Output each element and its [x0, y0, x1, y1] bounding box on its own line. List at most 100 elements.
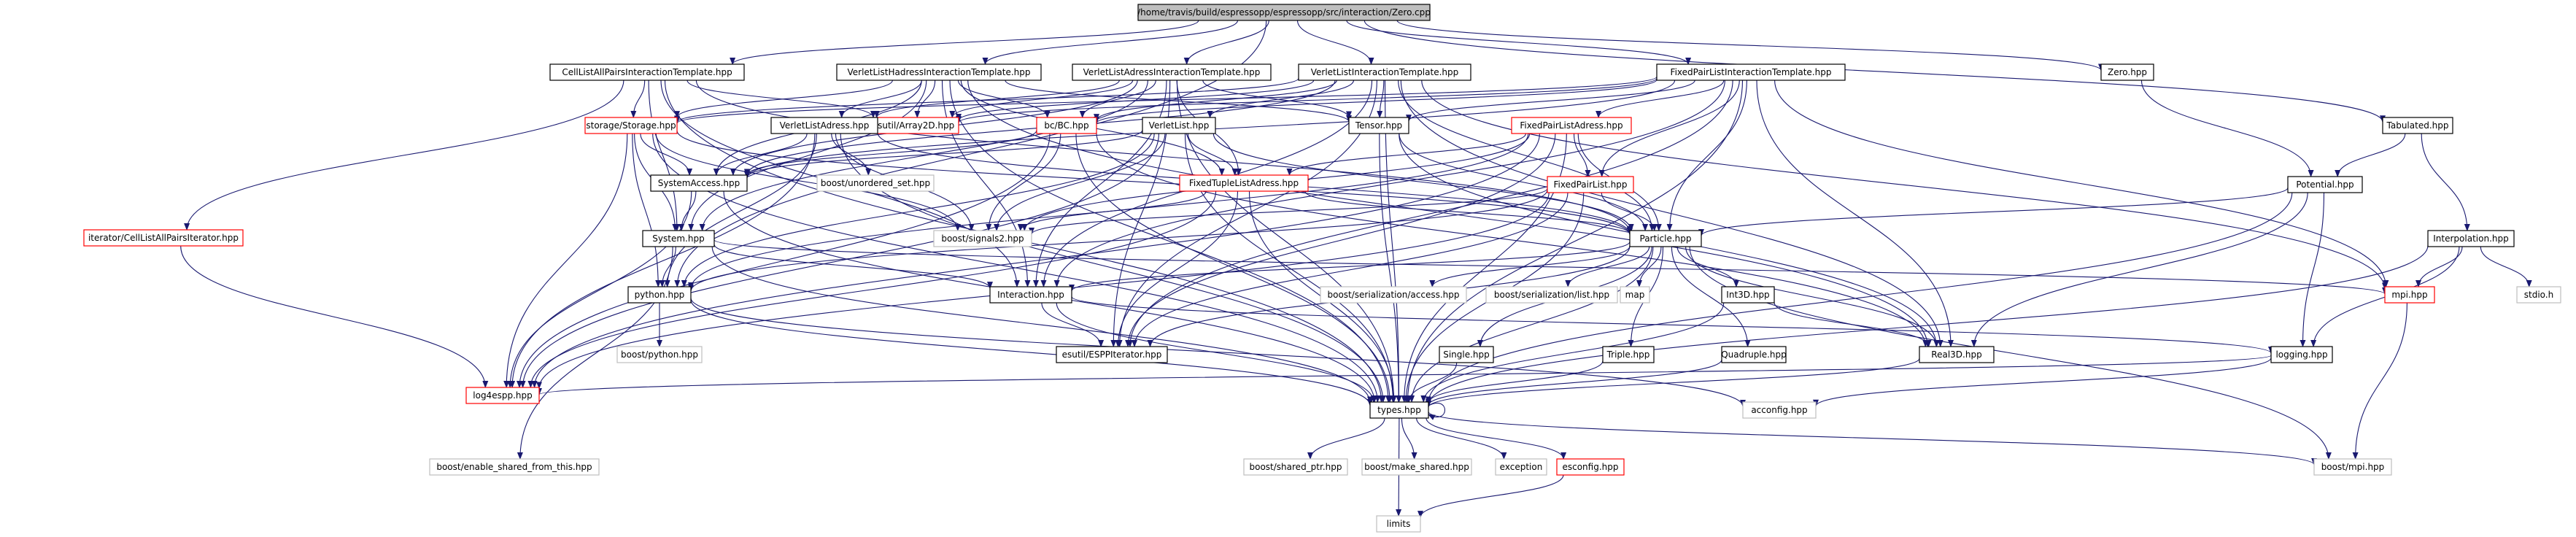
node-label: limits [1387, 519, 1411, 529]
edge-ftladress-to-particle [1304, 190, 1633, 235]
node-interpolation[interactable]: Interpolation.hpp [2427, 230, 2515, 247]
edge-root-to-zero [1396, 20, 2104, 72]
node-exception[interactable]: exception [1495, 458, 1547, 476]
node-array2d[interactable]: esutil/Array2D.hpp [867, 117, 959, 134]
node-label: boost/serialization/access.hpp [1328, 290, 1460, 300]
node-potential[interactable]: Potential.hpp [2287, 176, 2363, 193]
node-storage[interactable]: storage/Storage.hpp [584, 117, 678, 134]
node-label: FixedPairListAdress.hpp [1520, 120, 1622, 131]
node-sysaccess[interactable]: SystemAccess.hpp [650, 174, 748, 192]
node-box-makeshared [1361, 458, 1472, 476]
node-label: iterator/CellListAllPairsIterator.hpp [88, 233, 239, 243]
node-map[interactable]: map [1620, 286, 1650, 304]
node-sharedptr[interactable]: boost/shared_ptr.hpp [1243, 458, 1348, 476]
node-label: Single.hpp [1443, 349, 1490, 360]
edges-layer [180, 20, 2532, 519]
node-tensor[interactable]: Tensor.hpp [1348, 117, 1409, 134]
node-single[interactable]: Single.hpp [1439, 346, 1494, 363]
node-label: Tensor.hpp [1355, 120, 1402, 131]
node-int3d[interactable]: Int3D.hpp [1721, 286, 1775, 304]
node-signals2[interactable]: boost/signals2.hpp [933, 230, 1032, 247]
node-logging[interactable]: logging.hpp [2270, 346, 2333, 363]
edge-interpolation-to-types [1426, 245, 2429, 406]
node-boostpython[interactable]: boost/python.hpp [616, 346, 703, 363]
node-python[interactable]: python.hpp [627, 286, 692, 304]
edge-vladress-to-python [664, 133, 817, 287]
edge-particle-to-interaction [1069, 241, 1631, 292]
node-interaction[interactable]: Interaction.hpp [989, 286, 1072, 304]
node-triple[interactable]: Triple.hpp [1602, 346, 1655, 363]
edge-fpltpl-to-mpi [1774, 80, 2389, 287]
edge-vltpl-to-array2d [956, 80, 1315, 121]
node-limits[interactable]: limits [1376, 515, 1421, 533]
node-ftladress[interactable]: FixedTupleListAdress.hpp [1179, 174, 1309, 192]
edge-vltpl-to-tensor [1377, 80, 1385, 118]
node-esppiter[interactable]: esutil/ESPPIterator.hpp [1056, 346, 1168, 363]
node-acconfig[interactable]: acconfig.hpp [1742, 401, 1817, 419]
node-fpltpl[interactable]: FixedPairListInteractionTemplate.hpp [1656, 63, 1846, 81]
edge-potential-to-particle [1698, 187, 2289, 236]
edge-bc-to-sysaccess [744, 130, 1037, 177]
node-label: SystemAccess.hpp [658, 178, 740, 188]
node-box-boostpython [616, 346, 703, 363]
node-mpi[interactable]: mpi.hpp [2384, 286, 2435, 304]
node-cellall[interactable]: CellListAllPairsInteractionTemplate.hpp [549, 63, 745, 81]
node-vltpl[interactable]: VerletListInteractionTemplate.hpp [1298, 63, 1471, 81]
edge-vladresstpl-to-vladress [873, 80, 1120, 118]
node-boostmpi[interactable]: boost/mpi.hpp [2313, 458, 2392, 476]
node-tabulated[interactable]: Tabulated.hpp [2382, 117, 2453, 134]
node-vladress[interactable]: VerletListAdress.hpp [770, 117, 878, 134]
node-types[interactable]: types.hpp [1369, 401, 1429, 419]
node-real3d[interactable]: Real3D.hpp [1919, 346, 1995, 363]
edge-vlhadress-to-interaction [941, 80, 1031, 287]
edge-tabulated-to-potential [2335, 133, 2406, 177]
node-verletlist[interactable]: VerletList.hpp [1142, 117, 1216, 134]
node-label: esconfig.hpp [1562, 462, 1618, 472]
node-vladresstpl[interactable]: VerletListAdressInteractionTemplate.hpp [1072, 63, 1272, 81]
node-bc[interactable]: bc/BC.hpp [1036, 117, 1097, 134]
node-box-verletlist [1142, 117, 1216, 134]
node-label: bc/BC.hpp [1044, 120, 1088, 131]
node-box-zero [2100, 63, 2154, 81]
node-stdio[interactable]: stdio.h [2516, 286, 2561, 304]
node-zero[interactable]: Zero.hpp [2100, 63, 2154, 81]
node-box-mpi [2384, 286, 2435, 304]
node-label: boost/python.hpp [621, 349, 698, 360]
node-fpladress[interactable]: FixedPairListAdress.hpp [1511, 117, 1632, 134]
edge-ftladress-to-esppiter [1115, 190, 1239, 347]
node-makeshared[interactable]: boost/make_shared.hpp [1361, 458, 1472, 476]
node-box-logging [2270, 346, 2333, 363]
node-box-tabulated [2382, 117, 2453, 134]
node-vlhadress[interactable]: VerletListHadressInteractionTemplate.hpp [836, 63, 1042, 81]
node-log4espp[interactable]: log4espp.hpp [465, 387, 540, 404]
node-box-tensor [1348, 117, 1409, 134]
node-box-sharedptr [1243, 458, 1348, 476]
node-seriallist[interactable]: boost/serialization/list.hpp [1485, 286, 1618, 304]
node-esconfig[interactable]: esconfig.hpp [1556, 458, 1625, 476]
node-root[interactable]: /home/travis/build/espressopp/espressopp… [1137, 4, 1431, 21]
node-system[interactable]: System.hpp [642, 230, 715, 247]
node-enableshared[interactable]: boost/enable_shared_from_this.hpp [429, 458, 600, 476]
edge-mpi-to-boostmpi [2352, 302, 2407, 460]
edge-int3d-to-types [1420, 302, 1725, 403]
node-label: boost/shared_ptr.hpp [1250, 462, 1342, 472]
node-fpl[interactable]: FixedPairList.hpp [1547, 176, 1634, 193]
edge-interpolation-to-mpi [2416, 246, 2463, 287]
edge-particle-to-real3d [1685, 246, 1940, 347]
node-particle[interactable]: Particle.hpp [1629, 230, 1702, 247]
node-label: esutil/ESPPIterator.hpp [1062, 349, 1162, 360]
node-label: boost/unordered_set.hpp [821, 178, 930, 188]
edge-particle-to-map [1636, 246, 1662, 287]
node-unordered[interactable]: boost/unordered_set.hpp [816, 174, 935, 192]
edge-vltpl-to-verletlist [1207, 80, 1355, 118]
edge-fpltpl-to-real3d [1756, 80, 1954, 347]
node-quadruple[interactable]: Quadruple.hpp [1721, 346, 1787, 363]
edge-zero-to-potential [2140, 80, 2314, 177]
node-serialaccess[interactable]: boost/serialization/access.hpp [1320, 286, 1467, 304]
node-label: FixedTupleListAdress.hpp [1189, 178, 1299, 188]
edge-vladress-to-unordered [831, 133, 872, 176]
node-label: Potential.hpp [2296, 179, 2353, 190]
node-iterator[interactable]: iterator/CellListAllPairsIterator.hpp [83, 229, 244, 247]
node-box-iterator [83, 229, 244, 247]
edge-vlhadress-to-storage [674, 80, 893, 119]
